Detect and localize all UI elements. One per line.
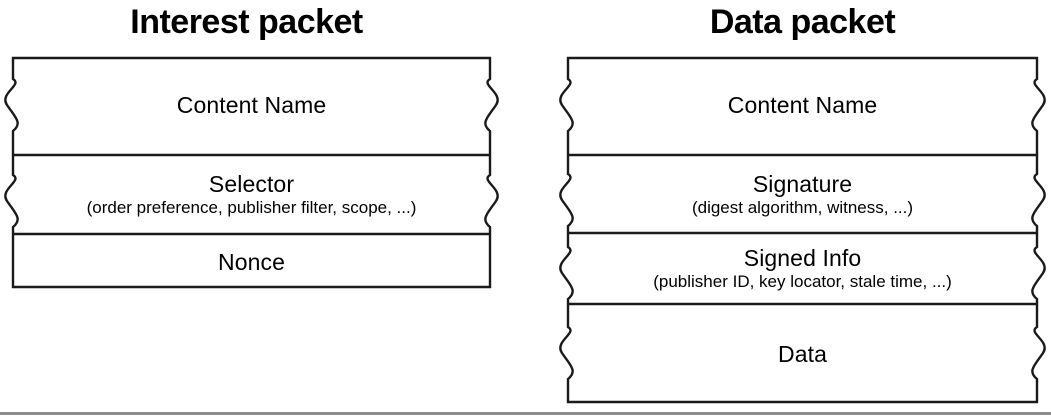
interest-packet-panel: Interest packet Content Name Selector (o… [0,0,503,300]
field-title: Content Name [176,91,327,118]
field-title: Signed Info [743,245,862,271]
data-field-content-name: Content Name [565,55,1040,155]
interest-packet-outline [4,56,499,289]
field-detail: (order preference, publisher filter, sco… [86,198,417,217]
data-field-signature: Signature (digest algorithm, witness, ..… [565,155,1040,233]
interest-field-content-name: Content Name [10,55,493,155]
field-title: Selector [208,171,295,197]
data-packet-panel: Data packet Content Name Signature (dige… [555,0,1051,415]
field-title: Data [778,341,827,367]
field-title: Content Name [727,91,878,118]
interest-packet-title: Interest packet [130,3,363,41]
data-packet-box: Content Name Signature (digest algorithm… [559,55,1046,405]
interest-field-nonce: Nonce [10,234,493,290]
field-title: Nonce [218,248,285,275]
interest-field-selector: Selector (order preference, publisher fi… [10,155,493,234]
data-packet-outline [559,56,1046,404]
data-field-signed-info: Signed Info (publisher ID, key locator, … [565,233,1040,304]
field-title: Signature [752,170,853,197]
field-detail: (digest algorithm, witness, ...) [691,197,914,217]
interest-packet-box: Content Name Selector (order preference,… [4,55,499,290]
field-detail: (publisher ID, key locator, stale time, … [653,272,952,291]
data-packet-title: Data packet [709,3,896,41]
data-field-data: Data [565,304,1040,405]
bottom-rule [0,412,1051,415]
